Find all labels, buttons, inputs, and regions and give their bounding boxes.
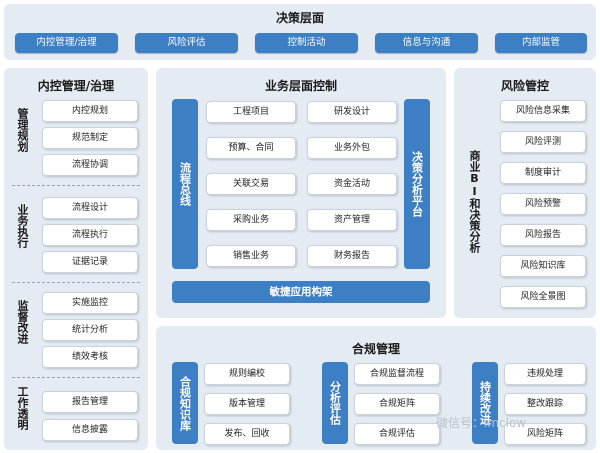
item-risk-matrix[interactable]: 风险矩阵	[504, 423, 586, 445]
left-separator-1	[12, 185, 140, 186]
item-performance-review[interactable]: 绩效考核	[42, 346, 138, 368]
item-risk-panorama[interactable]: 风险全景图	[500, 286, 586, 308]
item-budget-contract[interactable]: 预算、合同	[206, 137, 296, 159]
item-risk-warning[interactable]: 风险预警	[500, 193, 586, 215]
continuous-improvement-label: 持续改进	[478, 381, 492, 425]
wechat-watermark: 微信号：imclow	[436, 416, 527, 430]
top-button-info-communication[interactable]: 信息与沟通	[375, 33, 478, 53]
top-button-risk-assessment[interactable]: 风险评估	[135, 33, 238, 53]
item-system-audit[interactable]: 制度审计	[500, 162, 586, 184]
internal-control-panel: 内控管理/治理 管理规划 内控规划 规范制定 流程协调 业务执行 流程设计 流程…	[4, 68, 148, 450]
item-compliance-assessment[interactable]: 合规评估	[354, 423, 440, 445]
item-statistical-analysis[interactable]: 统计分析	[42, 319, 138, 341]
decision-level-title: 决策层面	[275, 11, 324, 25]
item-process-coordination[interactable]: 流程协调	[42, 154, 138, 176]
decision-level-panel: 决策层面 内控管理/治理 风险评估 控制活动 信息与沟通 内部监管	[4, 4, 596, 60]
compliance-management-title: 合规管理	[351, 342, 400, 356]
left-separator-2	[12, 282, 140, 283]
item-financial-report[interactable]: 财务报告	[307, 245, 397, 267]
decision-analysis-platform-label: 决策分析平台	[410, 151, 424, 217]
item-rectification-tracking[interactable]: 整改跟踪	[504, 393, 586, 415]
group-label-work-transparency: 工作透明	[16, 386, 29, 430]
item-version-management[interactable]: 版本管理	[204, 393, 290, 415]
top-button-internal-supervision[interactable]: 内部监管	[495, 33, 587, 53]
group-label-supervision-improvement: 监督改进	[16, 300, 29, 344]
group-label-business-execution: 业务执行	[16, 204, 29, 248]
item-process-execution[interactable]: 流程执行	[42, 224, 138, 246]
item-violation-handling[interactable]: 违规处理	[504, 363, 586, 385]
item-risk-info-collection[interactable]: 风险信息采集	[500, 100, 586, 122]
compliance-management-panel: 合规管理 合规知识库 规则编校 版本管理 发布、回收 分析评估 合规监督流程 合…	[156, 326, 596, 450]
item-related-transactions[interactable]: 关联交易	[206, 173, 296, 195]
analysis-evaluation-label: 分析评估	[328, 381, 342, 425]
item-rule-editing[interactable]: 规则编校	[204, 363, 290, 385]
item-standard-setting[interactable]: 规范制定	[42, 127, 138, 149]
item-information-disclosure[interactable]: 信息披露	[42, 419, 138, 441]
item-fund-activities[interactable]: 资金活动	[307, 173, 397, 195]
analysis-evaluation-bar[interactable]: 分析评估	[322, 362, 348, 444]
item-risk-report[interactable]: 风险报告	[500, 224, 586, 246]
process-bus-label: 流程总线	[178, 162, 192, 206]
compliance-knowledge-base-label: 合规知识库	[178, 375, 192, 431]
item-compliance-matrix[interactable]: 合规矩阵	[354, 393, 440, 415]
business-control-panel: 业务层面控制 流程总线 决策分析平台 工程项目 研发设计 预算、合同 业务外包 …	[156, 68, 446, 318]
item-compliance-supervision-process[interactable]: 合规监督流程	[354, 363, 440, 385]
business-control-title: 业务层面控制	[264, 79, 337, 93]
continuous-improvement-bar[interactable]: 持续改进	[472, 362, 498, 444]
bi-decision-analysis-label: 商业BI和决策分析	[468, 150, 481, 253]
top-button-control-activities[interactable]: 控制活动	[255, 33, 358, 53]
item-rd-design[interactable]: 研发设计	[307, 101, 397, 123]
item-process-design[interactable]: 流程设计	[42, 197, 138, 219]
item-engineering-project[interactable]: 工程项目	[206, 101, 296, 123]
internal-control-title: 内控管理/治理	[37, 79, 115, 93]
item-risk-knowledge-base[interactable]: 风险知识库	[500, 255, 586, 277]
item-control-planning[interactable]: 内控规划	[42, 100, 138, 122]
risk-control-title: 风险管控	[500, 79, 549, 93]
group-label-management-planning: 管理规划	[16, 108, 29, 152]
item-procurement[interactable]: 采购业务	[206, 209, 296, 231]
item-publish-recall[interactable]: 发布、回收	[204, 423, 290, 445]
item-implementation-monitoring[interactable]: 实施监控	[42, 292, 138, 314]
compliance-knowledge-base-bar[interactable]: 合规知识库	[172, 362, 198, 444]
decision-analysis-platform-bar[interactable]: 决策分析平台	[404, 99, 430, 269]
top-button-internal-control[interactable]: 内控管理/治理	[15, 33, 118, 53]
item-risk-evaluation[interactable]: 风险评测	[500, 131, 586, 153]
item-asset-management[interactable]: 资产管理	[307, 209, 397, 231]
item-evidence-record[interactable]: 证据记录	[42, 251, 138, 273]
risk-control-panel: 风险管控 商业BI和决策分析 风险信息采集 风险评测 制度审计 风险预警 风险报…	[454, 68, 596, 318]
item-report-management[interactable]: 报告管理	[42, 391, 138, 413]
item-business-outsourcing[interactable]: 业务外包	[307, 137, 397, 159]
process-bus-bar[interactable]: 流程总线	[172, 99, 198, 269]
item-sales[interactable]: 销售业务	[206, 245, 296, 267]
agile-architecture-bar[interactable]: 敏捷应用构架	[172, 281, 430, 303]
left-separator-3	[12, 377, 140, 378]
